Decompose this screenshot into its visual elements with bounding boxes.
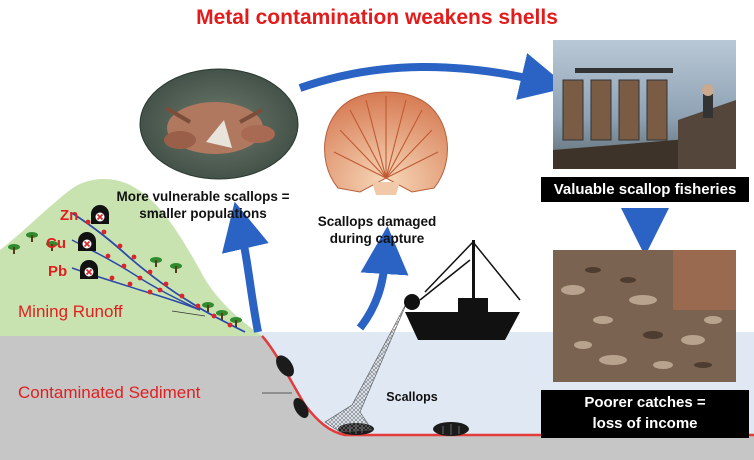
metal-pb-label: Pb [48, 263, 68, 280]
diagram-title: Metal contamination weakens shells [196, 6, 558, 29]
poorer-catches-line1: Poorer catches = [584, 394, 706, 411]
contaminated-sediment-label: Contaminated Sediment [18, 383, 201, 402]
runoff-pointer [171, 310, 206, 317]
mine-icon [78, 232, 96, 251]
scallop-fishery-photo [553, 40, 736, 169]
seabed-sediment [0, 336, 754, 460]
vulnerable-scallops-label: More vulnerable scallops = smaller popul… [116, 189, 290, 221]
mining-hill [0, 178, 262, 336]
catch-debris-graphic [553, 250, 736, 382]
dredge-rig-graphic [553, 68, 736, 169]
fishing-boat-icon [404, 240, 521, 340]
flow-arrow [356, 226, 409, 331]
fisheries-box: Valuable scallop fisheries [541, 177, 749, 202]
scallop-shell-photo [324, 91, 448, 195]
scallops-damaged-label: Scallops damaged during capture [317, 214, 437, 246]
poor-catch-photo [553, 250, 736, 382]
metal-zn-label: Zn [60, 207, 79, 224]
flow-arrow [298, 53, 569, 100]
mine-icon [80, 260, 98, 279]
crab-photo [139, 68, 299, 180]
tree-icon [8, 232, 242, 327]
poorer-catches-box: Poorer catches = loss of income [541, 390, 749, 438]
mining-runoff-label: Mining Runoff [18, 302, 123, 321]
mine-icon [91, 205, 109, 224]
scallops-label: Scallops [386, 390, 438, 404]
dredge-net-icon [324, 299, 409, 433]
metal-cu-label: Cu [46, 235, 66, 252]
flow-arrow [221, 201, 269, 333]
poorer-catches-line2: loss of income [592, 415, 698, 432]
